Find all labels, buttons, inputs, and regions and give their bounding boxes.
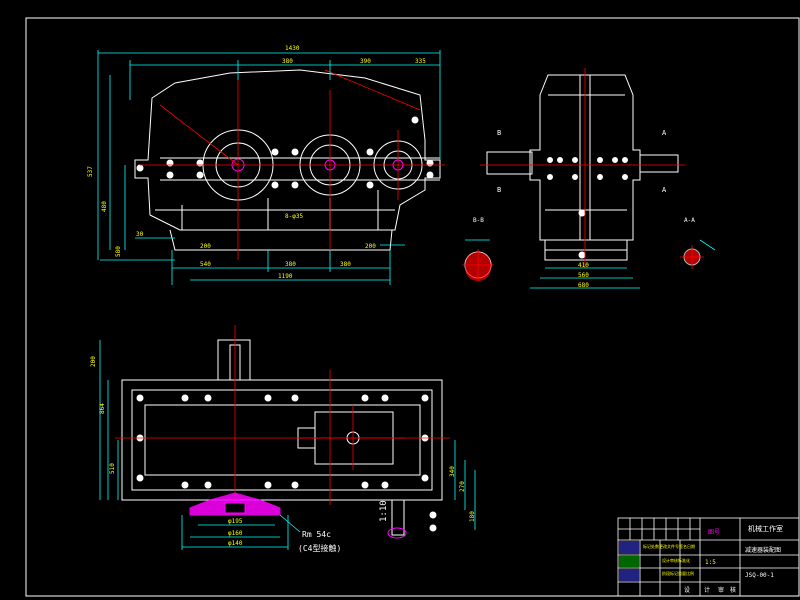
dim-top-total: 1430: [285, 45, 300, 52]
title-block-bottom-2: 计: [704, 586, 710, 594]
plan-dim-right-2: 270: [459, 481, 466, 492]
dim-bottom-total: 1190: [278, 273, 293, 280]
dim-top-2: 390: [360, 58, 371, 65]
dim-top-3: 335: [415, 58, 426, 65]
plan-view: [121, 339, 443, 536]
plan-view-dimensions: [99, 340, 476, 550]
dim-bottom-3: 380: [340, 261, 351, 268]
section-aa-label: A-A: [684, 217, 695, 224]
plan-dim-left-2: 864: [99, 403, 106, 414]
title-block-bottom-4: 核: [730, 586, 736, 594]
side-dim-2: 560: [578, 272, 589, 279]
plan-view-detail: [189, 492, 407, 539]
note-bolt: 8-φ35: [285, 213, 303, 220]
title-block: [617, 517, 800, 597]
dim-bottom-2: 380: [285, 261, 296, 268]
title-block-cell-1: 标记处数更改文件号签名日期: [643, 543, 695, 549]
title-block-highlights: [619, 541, 639, 581]
title-block-drawing-no: JSQ-00-1: [745, 572, 774, 579]
dim-bottom-1: 540: [200, 261, 211, 268]
side-dim-3: 680: [578, 282, 589, 289]
dim-left-3: 580: [115, 246, 122, 257]
section-a-bottom: A: [662, 186, 667, 194]
title-block-row-label: 图号: [708, 529, 720, 536]
note-line-2: (C4型接触): [298, 543, 341, 553]
section-b-bottom: B: [497, 186, 501, 194]
title-block-school: 机械工作室: [748, 524, 783, 533]
front-view-dim-texts: 1430 380 390 335 540 380 380 1190 537 48…: [87, 45, 426, 280]
note-line-1: Rm 54c: [302, 530, 331, 539]
detail-dim-1: φ195: [228, 518, 243, 525]
title-block-cell-3: 阶段标记重量比例: [662, 570, 694, 576]
note-200-a: 200: [200, 243, 211, 250]
side-view: [486, 74, 679, 261]
section-bb-label: B-B: [473, 217, 484, 224]
plan-dim-left-1: 200: [90, 356, 97, 367]
section-a-top: A: [662, 129, 667, 137]
title-block-scale: 1:5: [705, 559, 716, 566]
detail-dim-3: φ140: [228, 540, 243, 547]
front-view: [134, 69, 441, 251]
section-b-top: B: [497, 129, 501, 137]
dim-left-2: 480: [101, 201, 108, 212]
front-view-centerlines: [140, 69, 445, 260]
front-view-dimensions: [97, 50, 441, 285]
side-dim-1: 410: [578, 262, 589, 269]
dim-left-1: 537: [87, 166, 94, 177]
section-bb: B-B: [462, 217, 494, 281]
plan-view-centerlines: [115, 325, 450, 510]
title-block-texts: 减速器装配图 机械工作室 JSQ-00-1 图号 1:5 标记处数更改文件号签名…: [643, 524, 783, 594]
side-view-dimensions: [530, 267, 640, 289]
title-block-bottom-1: 设: [684, 586, 690, 594]
taper-label: 1:10: [379, 500, 389, 522]
title-block-title: 减速器装配图: [745, 546, 781, 554]
plan-dim-right-1: 340: [449, 466, 456, 477]
section-aa: A-A: [680, 217, 716, 269]
plan-dim-right-3: 180: [469, 511, 476, 522]
dim-top-1: 380: [282, 58, 293, 65]
note-200-b: 200: [365, 243, 376, 250]
drawing-border: [25, 17, 800, 597]
dim-left-4: 30: [136, 231, 144, 238]
side-view-texts: B B A A 410 560 680: [497, 129, 667, 289]
title-block-cell-2: 设计审核标准化: [662, 557, 690, 563]
plan-view-texts: 200 864 510 340 270 180 φ195 φ160 φ140 1…: [90, 356, 476, 553]
title-block-bottom-3: 审: [718, 586, 724, 594]
plan-dim-left-3: 510: [109, 463, 116, 474]
detail-dim-2: φ160: [228, 530, 243, 537]
side-view-centerlines: [480, 68, 685, 268]
